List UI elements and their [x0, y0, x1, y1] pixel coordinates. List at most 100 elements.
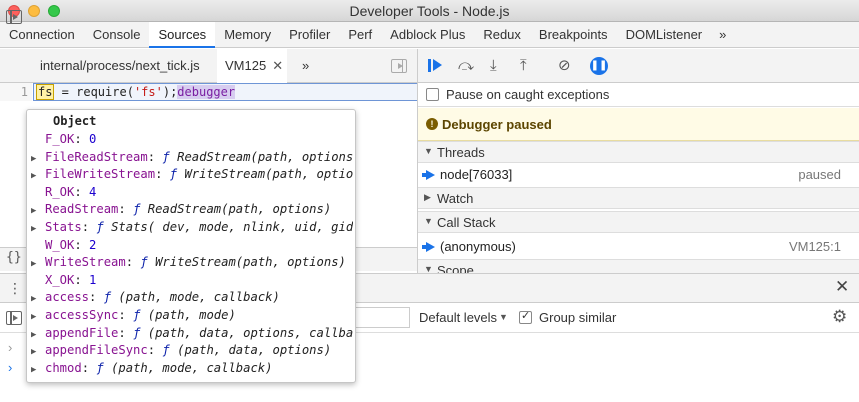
pretty-print-button[interactable]: {}	[6, 250, 22, 265]
code-token-require: = require(	[54, 85, 134, 99]
object-property-row[interactable]: ▶chmod: ƒ (path, mode, callback)	[31, 360, 353, 378]
expand-triangle-icon[interactable]: ▶	[31, 347, 37, 358]
function-glyph: ƒ	[133, 325, 148, 340]
object-property-row[interactable]: W_OK: 2	[31, 237, 353, 255]
object-property-row[interactable]: ▶appendFileSync: ƒ (path, data, options)	[31, 342, 353, 360]
object-property-row[interactable]: X_OK: 1	[31, 272, 353, 290]
property-key: Stats	[45, 220, 82, 234]
debugger-paused-banner: ! Debugger paused	[418, 108, 859, 141]
object-preview-popover[interactable]: Object F_OK: 0▶FileReadStream: ƒ ReadStr…	[26, 109, 356, 383]
function-glyph: ƒ	[162, 149, 178, 164]
section-watch[interactable]: ▶ Watch	[418, 187, 859, 209]
tab-redux[interactable]: Redux	[483, 27, 521, 42]
log-levels-dropdown[interactable]: Default levels	[419, 310, 498, 325]
frame-location[interactable]: VM125:1	[788, 239, 841, 254]
tab-connection[interactable]: Connection	[9, 27, 75, 42]
tab-console[interactable]: Console	[92, 27, 141, 42]
drawer-menu-icon[interactable]: ⋮	[8, 280, 22, 296]
console-prompt-prev: ›	[8, 340, 13, 355]
triangle-down-icon: ▼	[424, 264, 433, 273]
property-value: (path, mode, callback)	[111, 360, 273, 375]
property-separator: :	[118, 202, 134, 217]
title-bar: Developer Tools - Node.js	[0, 0, 859, 22]
console-sidebar-toggle-icon[interactable]	[6, 311, 22, 325]
property-value: (path, mode)	[147, 308, 236, 322]
object-property-row[interactable]: ▶access: ƒ (path, mode, callback)	[31, 289, 353, 307]
object-property-row[interactable]: ▶Stats: ƒ Stats( dev, mode, nlink, uid, …	[31, 219, 353, 237]
more-tabs-button[interactable]: »	[719, 27, 727, 42]
function-glyph: ƒ	[103, 290, 119, 305]
tab-profiler[interactable]: Profiler	[289, 27, 331, 42]
tab-breakpoints[interactable]: Breakpoints	[538, 27, 608, 42]
file-tab-next-tick[interactable]: internal/process/next_tick.js	[40, 58, 200, 73]
expand-triangle-icon[interactable]: ▶	[31, 171, 37, 182]
section-threads[interactable]: ▼ Threads	[418, 141, 859, 163]
object-property-row[interactable]: ▶accessSync: ƒ (path, mode)	[31, 307, 353, 325]
step-into-icon[interactable]: ⤓	[490, 57, 497, 74]
paused-label: Debugger paused	[442, 117, 552, 132]
property-value: ReadStream(path, options	[177, 149, 353, 164]
thread-row[interactable]: node[76033] paused	[418, 163, 859, 187]
section-call-stack[interactable]: ▼ Call Stack	[418, 211, 859, 233]
deactivate-breakpoints-icon[interactable]: ⊘	[558, 57, 571, 74]
frame-name: (anonymous)	[440, 239, 516, 254]
function-glyph: ƒ	[96, 360, 112, 375]
object-property-row[interactable]: ▶FileReadStream: ƒ ReadStream(path, opti…	[31, 149, 353, 167]
function-glyph: ƒ	[162, 343, 178, 358]
debugger-sidebar: Pause on caught exceptions ! Debugger pa…	[418, 83, 859, 273]
expand-triangle-icon[interactable]: ▶	[31, 259, 37, 270]
object-property-row[interactable]: F_OK: 0	[31, 131, 353, 149]
expand-triangle-icon[interactable]: ▶	[31, 224, 37, 234]
current-frame-arrow-icon	[422, 242, 435, 252]
group-similar-checkbox[interactable]	[519, 309, 532, 324]
code-line[interactable]: fs = require('fs');debugger	[33, 83, 418, 101]
step-over-icon[interactable]: ⤼	[458, 57, 475, 74]
property-key: appendFile	[45, 325, 119, 340]
console-prompt[interactable]: ›	[8, 360, 13, 375]
close-icon[interactable]: ✕	[272, 58, 284, 73]
resume-icon[interactable]	[428, 57, 444, 75]
property-key: chmod	[45, 360, 82, 375]
pause-on-caught-checkbox[interactable]	[426, 88, 439, 101]
window-minimize-button[interactable]	[28, 5, 40, 17]
property-key: WriteStream	[45, 255, 126, 270]
debugger-sidebar-toggle-icon[interactable]	[391, 59, 407, 73]
tab-adblock-plus[interactable]: Adblock Plus	[390, 27, 466, 42]
gear-icon[interactable]: ⚙	[832, 307, 848, 326]
window-maximize-button[interactable]	[48, 5, 60, 17]
tab-sources[interactable]: Sources	[149, 22, 216, 48]
section-scope[interactable]: ▼ Scope	[418, 259, 859, 273]
section-label: Scope	[437, 263, 474, 273]
close-icon[interactable]: ✕	[835, 277, 850, 296]
panel-splitter[interactable]	[417, 49, 418, 273]
expand-triangle-icon[interactable]: ▶	[31, 364, 37, 375]
expand-triangle-icon[interactable]: ▶	[31, 206, 37, 217]
object-property-row[interactable]: ▶WriteStream: ƒ WriteStream(path, option…	[31, 254, 353, 272]
more-files-button[interactable]: »	[302, 58, 310, 73]
expand-triangle-icon[interactable]: ▶	[31, 312, 37, 322]
object-property-row[interactable]: ▶appendFile: ƒ (path, data, options, cal…	[31, 325, 353, 343]
property-value: 4	[89, 184, 97, 199]
pause-on-exceptions-icon[interactable]: ❚❚	[590, 57, 608, 75]
property-key: FileReadStream	[45, 149, 148, 164]
object-property-row[interactable]: ▶ReadStream: ƒ ReadStream(path, options)	[31, 201, 353, 219]
file-tab-vm125[interactable]: VM125✕	[217, 49, 288, 83]
function-glyph: ƒ	[133, 202, 148, 217]
tab-perf[interactable]: Perf	[348, 27, 373, 42]
expand-triangle-icon[interactable]: ▶	[31, 153, 37, 164]
property-value: WriteStream(path, options)	[155, 255, 346, 270]
property-key: X_OK	[45, 272, 75, 287]
navigator-toggle-icon[interactable]	[6, 10, 22, 24]
step-out-icon[interactable]: ⤒	[520, 57, 527, 74]
tab-memory[interactable]: Memory	[224, 27, 272, 42]
property-key: F_OK	[45, 132, 75, 146]
tab-domlistener[interactable]: DOMListener	[625, 27, 703, 42]
code-token-debugger: debugger	[177, 85, 236, 99]
property-key: ReadStream	[45, 202, 119, 217]
chevron-down-icon[interactable]: ▼	[499, 312, 508, 322]
expand-triangle-icon[interactable]: ▶	[31, 294, 37, 305]
object-property-row[interactable]: ▶FileWriteStream: ƒ WriteStream(path, op…	[31, 166, 353, 184]
call-frame-row[interactable]: (anonymous) VM125:1	[418, 235, 859, 259]
object-property-row[interactable]: R_OK: 4	[31, 184, 353, 202]
expand-triangle-icon[interactable]: ▶	[31, 329, 37, 340]
